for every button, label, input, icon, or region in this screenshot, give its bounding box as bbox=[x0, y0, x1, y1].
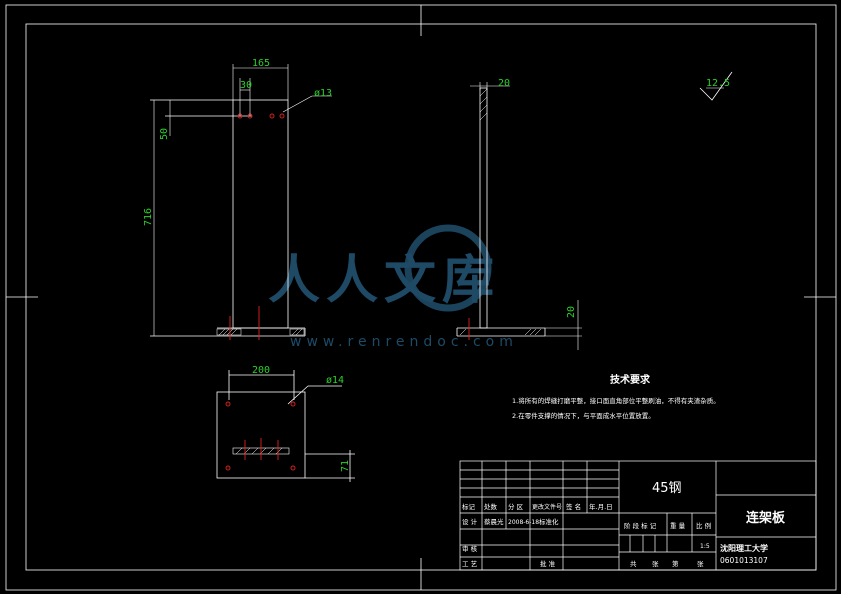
tb-drawing-no: 0601013107 bbox=[720, 556, 768, 565]
watermark-url: www.renrendoc.com bbox=[290, 334, 518, 350]
dim-hole-spacing: 30 bbox=[240, 80, 252, 91]
tb-h-docno: 更改文件号 bbox=[532, 503, 562, 511]
bottom-holes bbox=[225, 401, 296, 471]
tech-requirements: 技术要求 1.将所有的焊缝打磨平整，接口面直角部位平整刷油，不得有夹渣杂质。 2… bbox=[512, 373, 720, 420]
tb-r-designer: 蔡晨光 bbox=[484, 517, 504, 526]
tb-r-design: 设 计 bbox=[462, 517, 478, 526]
tb-h-count: 处数 bbox=[484, 502, 498, 511]
title-block: 标记 处数 分 区 更改文件号 签 名 年.月.日 设 计 蔡晨光 2008-6… bbox=[459, 460, 817, 571]
tb-h-date: 年.月.日 bbox=[589, 502, 613, 511]
dim-bottom-width: 200 bbox=[252, 365, 270, 376]
side-view: 20 20 bbox=[456, 78, 582, 350]
dim-left-offset: 50 bbox=[159, 128, 170, 140]
dim-base-thickness: 20 bbox=[566, 306, 577, 318]
tb-h-sign: 签 名 bbox=[566, 502, 581, 511]
roughness-value: 12.5 bbox=[706, 78, 730, 89]
tb-scale: 1:5 bbox=[700, 543, 710, 550]
watermark: 人人文库 www.renrendoc.com bbox=[268, 224, 518, 350]
dim-height: 716 bbox=[143, 208, 154, 226]
tb-h-mark: 标记 bbox=[462, 502, 476, 511]
tb-r-std: 标准化 bbox=[539, 517, 559, 526]
tb-h-stage: 阶 段 标 记 bbox=[624, 521, 657, 530]
tb-part-name: 连架板 bbox=[746, 510, 786, 526]
dim-bottom-offset: 71 bbox=[340, 460, 351, 472]
tb-h-scale: 比 例 bbox=[696, 521, 711, 530]
tb-r-approve: 批 准 bbox=[540, 559, 556, 568]
tb-r-date: 2008-6-18 bbox=[508, 519, 539, 526]
sheet-frame bbox=[5, 4, 837, 591]
dim-top-width: 165 bbox=[252, 58, 270, 69]
tb-h-zone: 分 区 bbox=[508, 502, 524, 511]
tb-sheet-no: 第 bbox=[672, 559, 679, 568]
tech-heading: 技术要求 bbox=[610, 373, 651, 386]
tb-sheets-unit: 张 bbox=[652, 559, 659, 568]
tech-note-2: 2.在零件支撑的情况下，与平面成水平位置放置。 bbox=[512, 411, 655, 420]
dim-top-hole-dia: ø13 bbox=[314, 88, 332, 99]
tb-r-check: 审 核 bbox=[462, 544, 478, 553]
watermark-text: 人人文库 bbox=[268, 251, 500, 311]
tb-sheet-unit: 张 bbox=[697, 559, 704, 568]
tech-note-1: 1.将所有的焊缝打磨平整，接口面直角部位平整刷油，不得有夹渣杂质。 bbox=[512, 396, 720, 405]
tb-h-weight: 重 量 bbox=[670, 522, 686, 530]
tb-school: 沈阳理工大学 bbox=[720, 543, 768, 553]
tb-sheets-total: 共 bbox=[630, 559, 637, 568]
dim-side-thickness: 20 bbox=[498, 78, 510, 89]
roughness-symbol: 12.5 bbox=[699, 71, 733, 101]
front-view: 165 30 ø13 50 716 bbox=[143, 58, 332, 340]
tb-r-process: 工 艺 bbox=[462, 560, 478, 568]
dim-bottom-hole-dia: ø14 bbox=[326, 375, 344, 386]
bottom-view: 200 ø14 71 bbox=[216, 365, 355, 482]
tb-material: 45钢 bbox=[652, 481, 682, 496]
